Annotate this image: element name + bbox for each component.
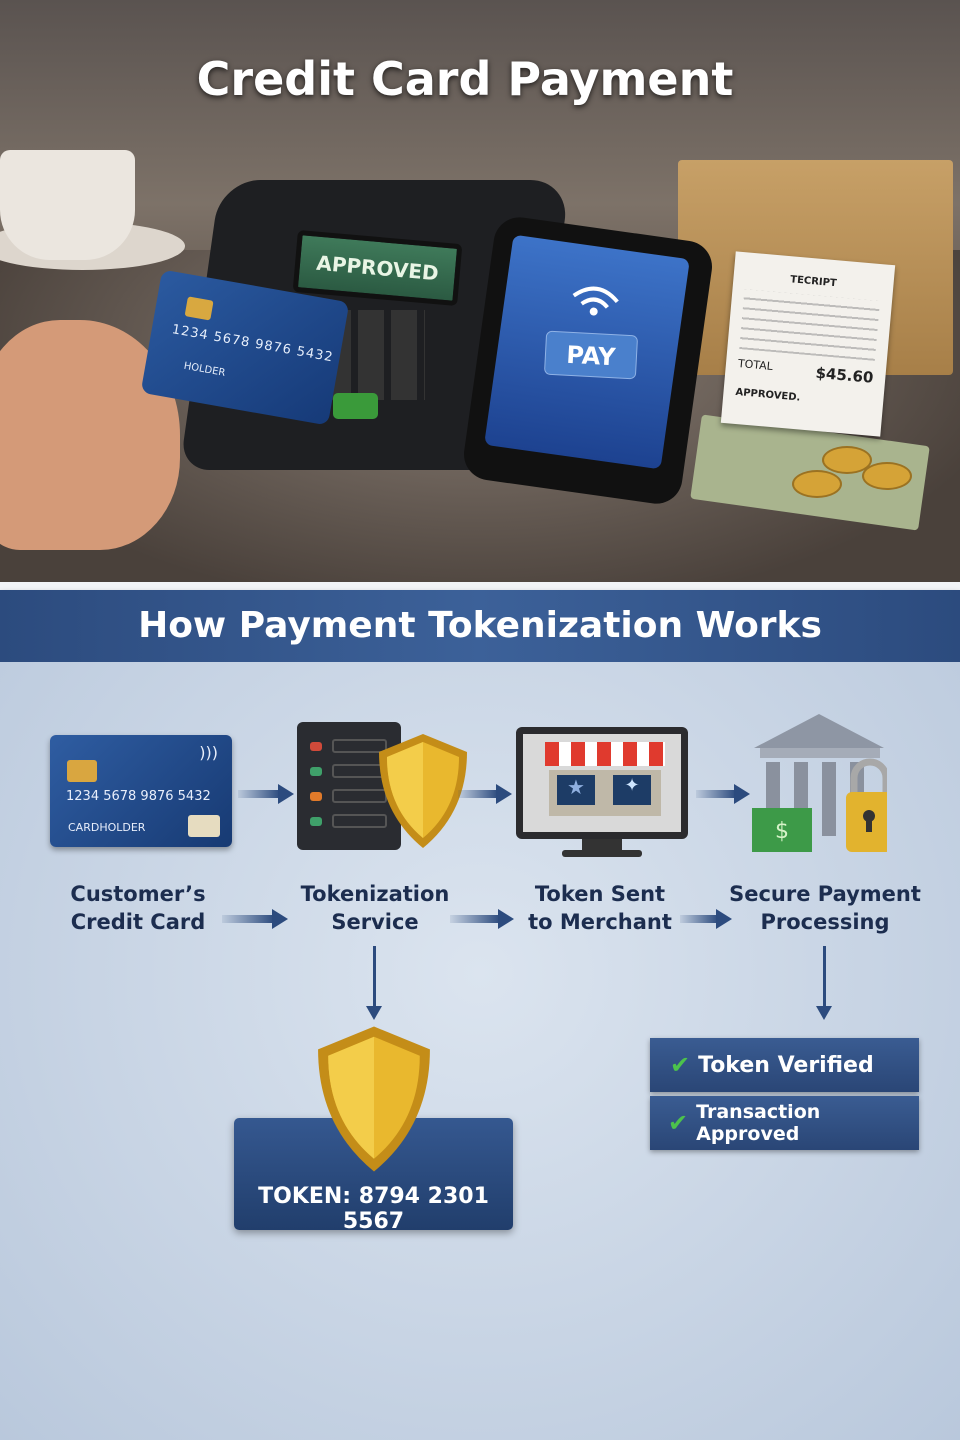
terminal-ok-key (333, 393, 378, 419)
label-line: Token Sent (534, 882, 666, 906)
awning (545, 742, 665, 766)
status-text: Token Verified (698, 1052, 874, 1078)
coin (862, 462, 912, 490)
arrow-right-icon (458, 784, 512, 804)
arrow-right-icon (222, 909, 288, 929)
arrow-down-icon (366, 946, 382, 1020)
receipt: TECRIPT TOTAL $45.60 APPROVED. (720, 251, 896, 437)
page-title: Credit Card Payment (196, 52, 734, 106)
shield-icon (318, 1026, 430, 1172)
arrow-down-icon (816, 946, 832, 1020)
contactless-icon: ))) (199, 743, 218, 762)
pay-button: PAY (543, 330, 639, 380)
section-banner: How Payment Tokenization Works (0, 590, 960, 662)
check-icon: ✔ (668, 1109, 689, 1137)
coffee-cup (0, 150, 135, 260)
chip-icon (67, 760, 97, 782)
contactless-icon (572, 286, 619, 316)
shield-icon (379, 734, 467, 848)
status-transaction-approved: ✔Transaction Approved (650, 1096, 919, 1150)
signature-chip (188, 815, 220, 837)
label-line: Secure Payment (729, 882, 921, 906)
monitor-base (562, 850, 642, 857)
card-number: 1234 5678 9876 5432 (66, 789, 211, 804)
phone-screen (484, 234, 690, 470)
receipt-status: APPROVED. (735, 386, 801, 404)
card-holder: CARDHOLDER (68, 821, 146, 834)
label-line: Service (331, 910, 419, 934)
label-line: Credit Card (70, 910, 206, 934)
receipt-lines (739, 289, 881, 361)
monitor-stand (582, 839, 622, 853)
star-icon: ★ (557, 775, 595, 805)
storefront-monitor-icon: ★ ✦ (516, 727, 688, 839)
svg-text:$: $ (775, 819, 789, 844)
step-label-merchant: Token Sent to Merchant (510, 880, 690, 936)
status-text: Transaction Approved (696, 1101, 821, 1145)
receipt-total-label: TOTAL (737, 357, 774, 373)
check-icon: ✔ (670, 1051, 691, 1079)
chip-icon (184, 296, 214, 321)
receipt-total-value: $45.60 (814, 363, 875, 387)
label-line: to Merchant (528, 910, 672, 934)
token-box: TOKEN: 8794 2301 5567 (234, 1118, 513, 1234)
bank-lock-icon: $ (752, 714, 887, 852)
coin (792, 470, 842, 498)
arrow-right-icon (680, 909, 732, 929)
arrow-right-icon (450, 909, 514, 929)
hero-photo: APPROVED PAY TECRIPT TOTAL$45.60 APPROVE… (0, 0, 960, 582)
label-line: Tokenization (300, 882, 450, 906)
label-line: Processing (760, 910, 890, 934)
label-line: Customer’s (70, 882, 206, 906)
arrow-right-icon (238, 784, 294, 804)
storefront: ★ ✦ (549, 770, 661, 816)
card-holder: HOLDER (182, 360, 227, 379)
card-number: 1234 5678 9876 5432 (170, 322, 335, 366)
arrow-right-icon (696, 784, 750, 804)
receipt-title: TECRIPT (789, 274, 838, 290)
sparkle-icon: ✦ (613, 775, 651, 805)
status-token-verified: ✔ Token Verified (650, 1038, 919, 1092)
divider (0, 582, 960, 590)
token-text: TOKEN: 8794 2301 5567 (258, 1184, 489, 1234)
credit-card-icon: ))) 1234 5678 9876 5432 CARDHOLDER (50, 735, 232, 847)
